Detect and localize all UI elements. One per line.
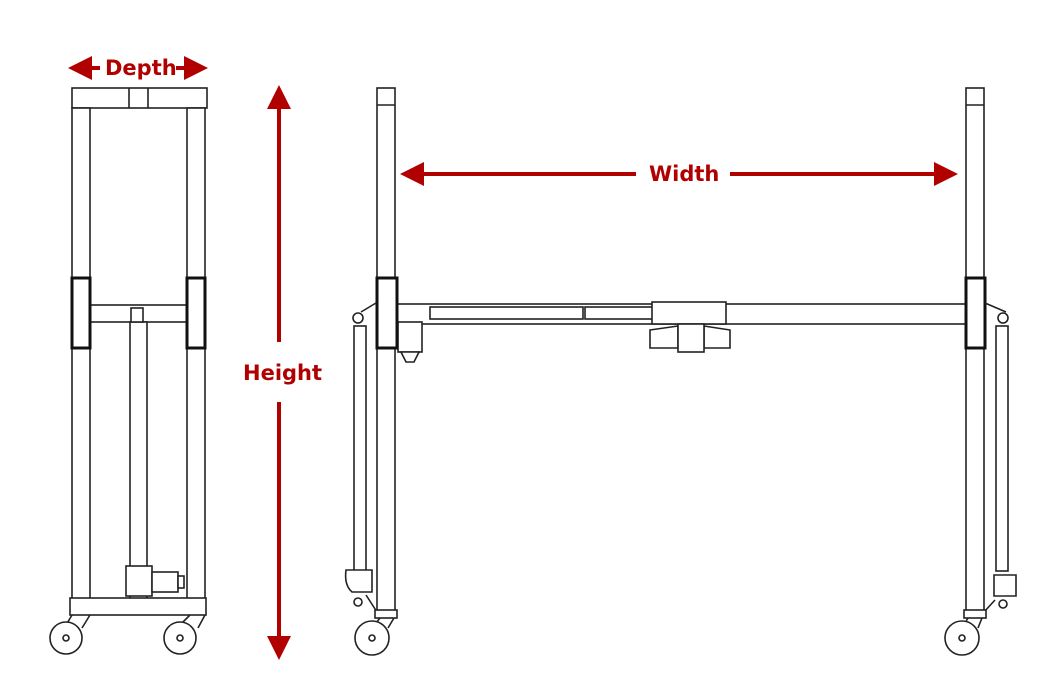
side-view-frame — [49, 87, 208, 655]
depth-label: Depth — [105, 56, 177, 80]
height-label: Height — [243, 361, 323, 385]
dimension-arrows — [68, 56, 958, 660]
width-label: Width — [649, 162, 720, 186]
front-view-frame — [344, 87, 1017, 656]
